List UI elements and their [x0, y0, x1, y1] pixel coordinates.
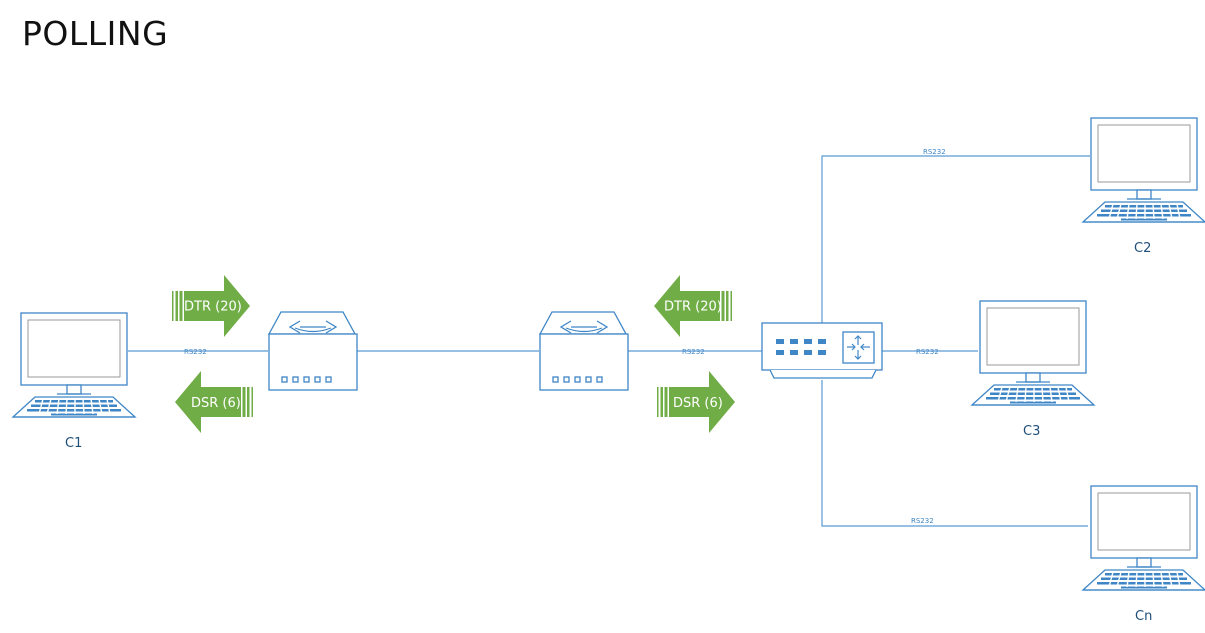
link-label-modem-switch: RS232	[682, 348, 705, 356]
computer-c1-label: C1	[65, 436, 82, 451]
dtr-arrow-left-label: DTR (20)	[184, 300, 242, 315]
dsr-arrow-left: DSR (6)	[175, 371, 253, 433]
desktop-computer-icon	[1082, 485, 1205, 591]
dtr-arrow-right-label: DTR (20)	[664, 300, 722, 315]
computer-c1[interactable]	[12, 312, 136, 418]
modem-right[interactable]	[539, 311, 629, 391]
computer-c2-label: C2	[1134, 241, 1151, 256]
computer-c2[interactable]	[1082, 117, 1205, 223]
dtr-arrow-right: DTR (20)	[654, 275, 732, 337]
network-switch[interactable]	[761, 322, 883, 379]
modem-icon	[539, 311, 629, 391]
desktop-computer-icon	[1082, 117, 1205, 223]
computer-c3[interactable]	[971, 300, 1095, 406]
link-label-switch-cn: RS232	[911, 517, 934, 525]
link-label-switch-c2: RS232	[923, 148, 946, 156]
link-label-c1-modem: RS232	[184, 348, 207, 356]
modem-left[interactable]	[268, 311, 358, 391]
modem-icon	[268, 311, 358, 391]
dsr-arrow-right-label: DSR (6)	[673, 396, 723, 411]
network-switch-icon	[761, 322, 883, 379]
dsr-arrow-right: DSR (6)	[657, 371, 735, 433]
dsr-arrow-left-label: DSR (6)	[191, 396, 241, 411]
computer-cn-label: Cn	[1135, 609, 1152, 624]
desktop-computer-icon	[971, 300, 1095, 406]
link-switch-cn	[821, 380, 1088, 527]
dtr-arrow-left: DTR (20)	[172, 275, 250, 337]
computer-c3-label: C3	[1023, 424, 1040, 439]
desktop-computer-icon	[12, 312, 136, 418]
link-switch-c2	[821, 155, 1090, 323]
computer-cn[interactable]	[1082, 485, 1205, 591]
link-label-switch-c3: RS232	[916, 348, 939, 356]
diagram-title: POLLING	[22, 14, 169, 53]
connection-lines	[128, 155, 1090, 527]
